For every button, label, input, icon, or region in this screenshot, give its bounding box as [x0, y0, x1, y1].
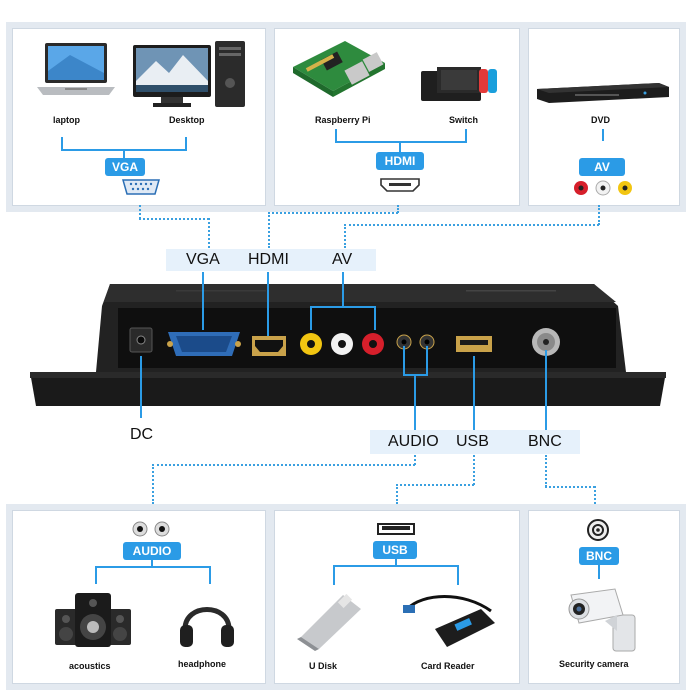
connector-line — [95, 566, 97, 584]
port-label-bnc: BNC — [528, 433, 562, 450]
dotted-connector — [268, 212, 398, 214]
desktop-computer-icon — [133, 41, 245, 107]
bnc-outputs-panel: BNC Security camera — [528, 510, 680, 684]
connector-line — [333, 565, 335, 585]
usb-badge: USB — [373, 541, 417, 559]
pointer-line-vga — [202, 272, 204, 330]
device-label-acoustics: acoustics — [69, 661, 111, 671]
dotted-connector — [344, 224, 599, 226]
vga-badge: VGA — [105, 158, 145, 176]
dotted-connector — [396, 484, 398, 504]
device-label-dvd: DVD — [591, 115, 611, 125]
dotted-connector — [545, 486, 595, 488]
av-badge: AV — [579, 158, 625, 176]
bnc-badge: BNC — [579, 547, 619, 565]
pointer-line-audio — [414, 374, 416, 430]
rca-jacks-icon — [574, 180, 632, 196]
pointer-line-hdmi — [267, 272, 269, 336]
connector-line — [335, 129, 337, 143]
pointer-line-audio — [403, 346, 405, 376]
audio-outputs-panel: AUDIO acoustics headphone — [12, 510, 266, 684]
hdmi-sources-panel: Raspberry Pi Switch HDMI — [274, 28, 520, 206]
monitor-back-panel — [30, 284, 666, 406]
pointer-line-audio — [426, 346, 428, 376]
usb-flash-drive-icon — [297, 593, 361, 651]
connector-line — [151, 560, 153, 568]
device-label-desktop: Desktop — [169, 115, 205, 125]
usb-port-icon — [377, 523, 415, 535]
pointer-line-usb — [473, 356, 475, 430]
raspberry-pi-icon — [293, 41, 385, 97]
pointer-line-av — [374, 306, 376, 330]
device-label-security-camera: Security camera — [559, 659, 629, 669]
vga-port-icon — [122, 179, 160, 195]
usb-outputs-panel: USB U Disk Card Reader — [274, 510, 520, 684]
connector-line — [123, 151, 125, 159]
audio-badge: AUDIO — [123, 542, 181, 560]
input-port-label-band: VGA HDMI AV — [166, 249, 376, 271]
laptop-icon — [37, 43, 115, 95]
hdmi-port-icon — [380, 178, 420, 192]
pointer-line-bnc — [545, 350, 547, 430]
pointer-line-av — [342, 272, 344, 306]
card-reader-icon — [403, 595, 495, 647]
vga-sources-panel: laptop Desktop VGA — [12, 28, 266, 206]
dotted-connector — [139, 218, 209, 220]
port-label-audio: AUDIO — [388, 433, 439, 450]
device-label-laptop: laptop — [53, 115, 80, 125]
port-label-hdmi: HDMI — [248, 251, 289, 268]
device-label-headphone: headphone — [178, 659, 227, 669]
connector-line — [95, 566, 211, 568]
dotted-connector — [208, 218, 210, 248]
dvd-player-icon — [537, 83, 669, 103]
output-port-label-band: AUDIO USB BNC — [370, 430, 580, 454]
connector-line — [399, 143, 401, 152]
pointer-line-av — [310, 306, 376, 308]
dotted-connector — [152, 464, 154, 504]
dotted-connector — [414, 455, 416, 465]
dotted-connector — [396, 484, 474, 486]
device-label-switch: Switch — [449, 115, 479, 125]
connector-line — [457, 565, 459, 585]
pointer-line-dc — [140, 356, 142, 418]
speakers-icon — [55, 593, 131, 647]
security-camera-icon — [568, 588, 636, 652]
av-sources-panel: DVD AV — [528, 28, 680, 206]
dotted-connector — [594, 486, 596, 504]
port-label-vga: VGA — [186, 251, 220, 268]
connector-line — [598, 565, 600, 579]
port-label-av: AV — [332, 251, 353, 268]
device-label-raspberry-pi: Raspberry Pi — [315, 115, 371, 125]
dotted-connector — [545, 455, 547, 487]
dotted-connector — [268, 212, 270, 248]
connector-line — [209, 566, 211, 584]
dotted-connector — [598, 205, 600, 225]
game-console-icon — [421, 67, 497, 101]
connector-line — [61, 149, 187, 151]
connector-line — [395, 559, 397, 567]
hdmi-badge: HDMI — [376, 152, 424, 170]
dotted-connector — [344, 224, 346, 248]
dc-label: DC — [130, 426, 154, 443]
dotted-connector — [139, 205, 141, 219]
pointer-line-av — [310, 306, 312, 330]
connector-line — [465, 129, 467, 143]
connector-line — [335, 141, 467, 143]
port-label-usb: USB — [456, 433, 489, 450]
dotted-connector — [473, 455, 475, 485]
headphones-icon — [180, 607, 234, 647]
dotted-connector — [152, 464, 415, 466]
connector-line — [185, 137, 187, 151]
audio-jacks-icon — [132, 521, 170, 537]
connector-line — [61, 137, 63, 151]
connector-line — [602, 129, 604, 141]
dotted-connector — [397, 205, 399, 213]
device-label-u-disk: U Disk — [309, 661, 338, 671]
device-label-card-reader: Card Reader — [421, 661, 475, 671]
connector-line — [333, 565, 459, 567]
bnc-connector-icon — [587, 519, 609, 541]
